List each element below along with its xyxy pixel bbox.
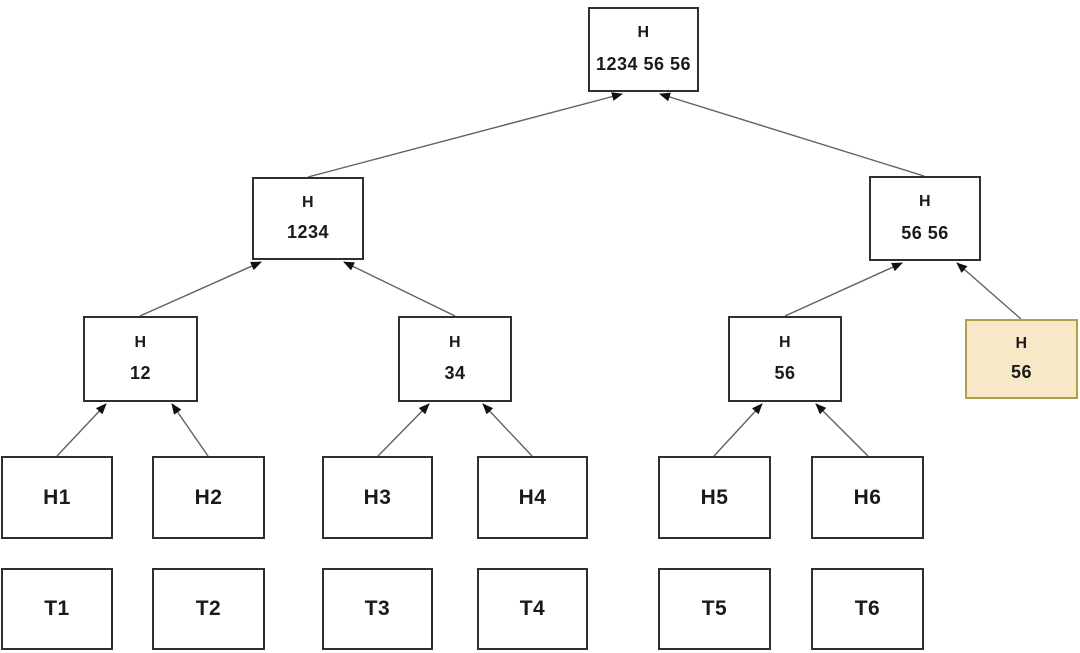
node-title: H: [1015, 334, 1028, 352]
leaf-label: H3: [363, 485, 392, 509]
node-hash-5656: H 56 56: [869, 176, 981, 261]
leaf-label: H1: [43, 485, 71, 509]
node-hash-34: H 34: [398, 316, 512, 402]
arrow-h2-to-h12: [171, 403, 209, 457]
node-hash-56: H 56: [728, 316, 842, 402]
node-title: H: [448, 333, 462, 351]
leaf-label: H4: [518, 485, 547, 509]
node-value: 1234 56 56: [595, 53, 692, 74]
leaf-label: T2: [195, 597, 222, 620]
node-root-hash: H 1234 56 56: [588, 7, 699, 92]
node-leaf-tx-t1: T1: [1, 568, 113, 650]
node-leaf-tx-t3: T3: [322, 568, 433, 650]
node-value: 56: [774, 363, 796, 384]
arrow-h4-to-h34: [482, 403, 533, 457]
node-title: H: [134, 333, 147, 351]
node-leaf-hash-h2: H2: [152, 456, 265, 539]
node-leaf-hash-h1: H1: [1, 456, 113, 539]
node-value: 1234: [286, 222, 330, 243]
leaf-label: T1: [44, 597, 70, 620]
leaf-label: H5: [700, 485, 729, 509]
node-leaf-tx-t5: T5: [658, 568, 771, 650]
arrow-h6-to-h56: [815, 403, 869, 457]
node-value: 56 56: [901, 222, 949, 243]
leaf-label: T3: [364, 597, 391, 620]
node-title: H: [637, 24, 650, 42]
arrow-h3-to-h34: [377, 403, 430, 457]
node-leaf-hash-h4: H4: [477, 456, 588, 539]
node-value: 34: [444, 363, 466, 384]
arrow-h56dup-to-h5656: [956, 262, 1022, 320]
node-hash-12: H 12: [83, 316, 198, 402]
leaf-label: H6: [853, 485, 882, 509]
node-hash-56-duplicate-highlighted: H 56: [965, 319, 1078, 399]
node-value: 56: [1010, 362, 1033, 383]
node-leaf-hash-h6: H6: [811, 456, 924, 539]
leaf-label: T6: [854, 597, 881, 620]
node-hash-1234: H 1234: [252, 177, 364, 260]
node-leaf-tx-t6: T6: [811, 568, 924, 650]
node-leaf-tx-t4: T4: [477, 568, 588, 650]
arrow-h34-to-h1234: [343, 261, 456, 317]
leaf-label: T4: [519, 597, 546, 620]
arrow-h1234-to-root: [307, 92, 623, 178]
node-leaf-hash-h5: H5: [658, 456, 771, 539]
arrow-h1-to-h12: [56, 403, 107, 457]
node-title: H: [301, 193, 315, 211]
node-leaf-hash-h3: H3: [322, 456, 433, 539]
arrow-h56-to-h5656: [784, 262, 903, 317]
node-title: H: [778, 333, 792, 351]
leaf-label: T5: [701, 597, 728, 620]
node-leaf-tx-t2: T2: [152, 568, 265, 650]
node-value: 12: [129, 363, 152, 384]
leaf-label: H2: [194, 485, 223, 509]
arrow-h5656-to-root: [659, 92, 925, 177]
arrow-h5-to-h56: [713, 403, 763, 457]
node-title: H: [918, 193, 932, 211]
arrow-h12-to-h1234: [139, 261, 262, 317]
